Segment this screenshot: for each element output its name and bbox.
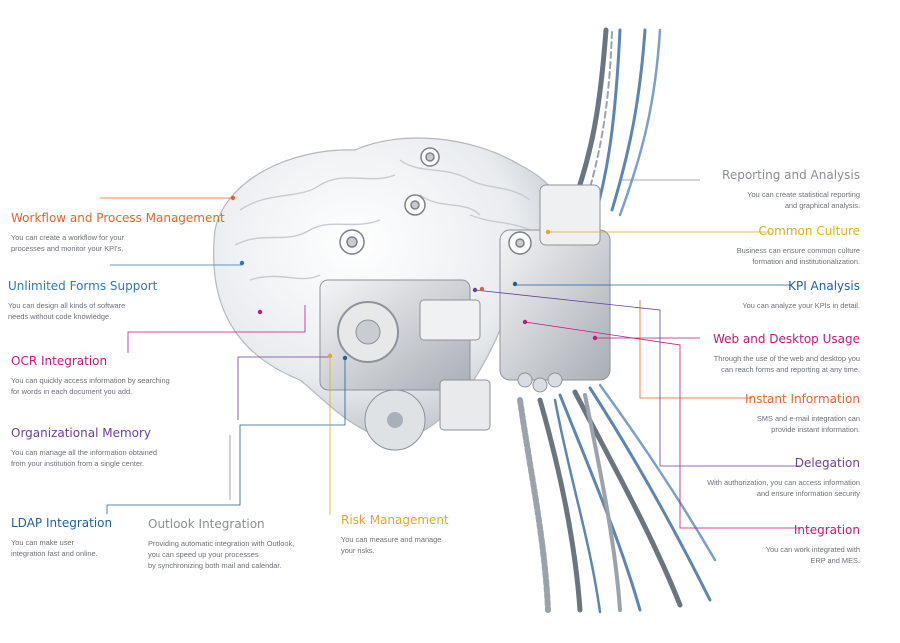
- feature-description: You can measure and manage your risks.: [341, 535, 442, 555]
- feature-integration: Integration You can work integrated with…: [766, 523, 860, 566]
- feature-title: Web and Desktop Usage: [712, 332, 860, 346]
- feature-description: SMS and e-mail integration can provide i…: [756, 414, 860, 434]
- feature-description: Providing automatic integration with Out…: [148, 539, 295, 570]
- feature-title: KPI Analysis: [788, 279, 860, 293]
- feature-kpi: KPI Analysis You can analyze your KPIs i…: [742, 279, 860, 311]
- feature-title: Outlook Integration: [148, 517, 265, 531]
- feature-title: OCR Integration: [11, 354, 108, 368]
- bottom-cables: [517, 383, 717, 614]
- feature-culture: Common Culture Business can ensure commo…: [737, 224, 860, 267]
- feature-outlook: Outlook Integration Providing automatic …: [148, 517, 294, 571]
- feature-description: Through the use of the web and desktop y…: [713, 354, 860, 374]
- feature-delegation: Delegation With authorization, you can a…: [707, 456, 860, 499]
- brain-folds: [234, 159, 541, 281]
- feature-web: Web and Desktop Usage Through the use of…: [713, 332, 860, 375]
- feature-title: Common Culture: [758, 224, 860, 238]
- feature-title: Instant Information: [744, 392, 860, 406]
- feature-description: You can analyze your KPIs in detail.: [742, 301, 860, 310]
- feature-title: Organizational Memory: [11, 426, 152, 440]
- machinery: [319, 184, 611, 451]
- feature-description: You can manage all the information obtai…: [11, 448, 158, 468]
- feature-title: Delegation: [794, 456, 860, 470]
- feature-title: Risk Management: [341, 513, 449, 527]
- connector-dots: [230, 195, 598, 361]
- feature-risk: Risk Management You can measure and mana…: [341, 513, 449, 556]
- feature-ldap: LDAP Integration You can make user integ…: [11, 516, 112, 559]
- feature-description: You can work integrated with ERP and MES…: [765, 545, 860, 565]
- feature-instant: Instant Information SMS and e-mail integ…: [745, 392, 860, 435]
- connector-lines: [100, 179, 800, 529]
- feature-title: Reporting and Analysis: [722, 168, 860, 182]
- feature-title: Unlimited Forms Support: [8, 279, 158, 293]
- feature-description: You can create statistical reporting and…: [747, 190, 860, 210]
- feature-workflow: Workflow and Process Management You can …: [11, 211, 225, 254]
- feature-description: You can make user integration fast and o…: [11, 538, 98, 558]
- top-cables: [572, 27, 662, 217]
- feature-description: You can design all kinds of software nee…: [8, 301, 126, 321]
- feature-title: Integration: [793, 523, 860, 537]
- feature-description: You can create a workflow for your proce…: [11, 233, 125, 253]
- feature-forms: Unlimited Forms Support You can design a…: [8, 279, 157, 322]
- feature-reporting: Reporting and Analysis You can create st…: [722, 168, 860, 211]
- feature-title: LDAP Integration: [11, 516, 113, 530]
- feature-title: Workflow and Process Management: [11, 211, 225, 225]
- feature-ocr: OCR Integration You can quickly access i…: [11, 354, 170, 397]
- sensor-nodes: [339, 147, 532, 255]
- feature-memory: Organizational Memory You can manage all…: [11, 426, 157, 469]
- feature-description: With authorization, you can access infor…: [707, 478, 860, 498]
- feature-description: You can quickly access information by se…: [11, 376, 170, 396]
- feature-description: Business can ensure common culture forma…: [736, 246, 860, 266]
